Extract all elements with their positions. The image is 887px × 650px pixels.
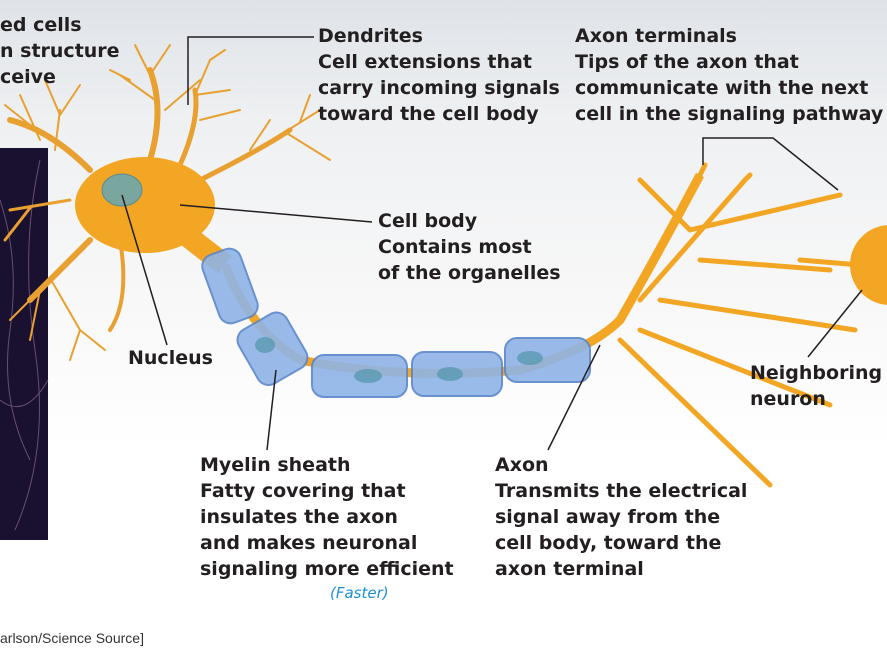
label-dendrites: Dendrites Cell extensions that carry inc… xyxy=(318,23,560,127)
neighboring-neuron-drawing xyxy=(850,225,887,305)
label-axon-terminals: Axon terminals Tips of the axon that com… xyxy=(575,23,883,127)
handwritten-note: (Faster) xyxy=(330,584,389,602)
dendrites-drawing xyxy=(3,44,331,361)
image-credit: arlson/Science Source] xyxy=(0,630,144,646)
label-line: Contains most xyxy=(378,236,532,258)
micrograph-fibers xyxy=(0,159,49,531)
label-line: Fatty covering that xyxy=(200,480,406,502)
label-line: Cell extensions that xyxy=(318,51,532,73)
label-title: Dendrites xyxy=(318,25,423,47)
label-line: toward the cell body xyxy=(318,103,539,125)
label-title: Cell body xyxy=(378,210,478,232)
label-line: signaling more efficient xyxy=(200,558,454,580)
axon-terminals-drawing xyxy=(617,162,863,488)
leader-lines xyxy=(121,36,863,451)
intro-line: ceive xyxy=(0,66,56,88)
label-title: Axon xyxy=(495,454,549,476)
label-line: carry incoming signals xyxy=(318,77,560,99)
intro-line: ed cells xyxy=(0,14,82,36)
intro-line: n structure xyxy=(0,40,120,62)
label-title: Nucleus xyxy=(128,347,213,369)
label-line: communicate with the next xyxy=(575,77,869,99)
label-line: and makes neuronal xyxy=(200,532,418,554)
label-line: cell body, toward the xyxy=(495,532,722,554)
label-myelin-sheath: Myelin sheath Fatty covering that insula… xyxy=(200,452,454,582)
label-line: Transmits the electrical xyxy=(495,480,748,502)
label-axon: Axon Transmits the electrical signal awa… xyxy=(495,452,747,582)
intro-text-partial: ed cells n structure ceive xyxy=(0,12,120,90)
label-line: Tips of the axon that xyxy=(575,51,799,73)
label-nucleus: Nucleus xyxy=(128,345,213,371)
label-line: signal away from the xyxy=(495,506,721,528)
myelin-sheath-segments xyxy=(201,247,591,398)
label-line: of the organelles xyxy=(378,262,561,284)
label-line: axon terminal xyxy=(495,558,644,580)
label-line: cell in the signaling pathway xyxy=(575,103,884,125)
label-line: neuron xyxy=(750,388,826,410)
label-line: insulates the axon xyxy=(200,506,398,528)
label-neighboring-neuron: Neighboring neuron xyxy=(750,360,882,412)
label-title: Neighboring xyxy=(750,362,883,384)
nucleus-drawing xyxy=(101,173,143,207)
label-title: Axon terminals xyxy=(575,25,737,47)
label-cell-body: Cell body Contains most of the organelle… xyxy=(378,208,561,286)
label-title: Myelin sheath xyxy=(200,454,351,476)
